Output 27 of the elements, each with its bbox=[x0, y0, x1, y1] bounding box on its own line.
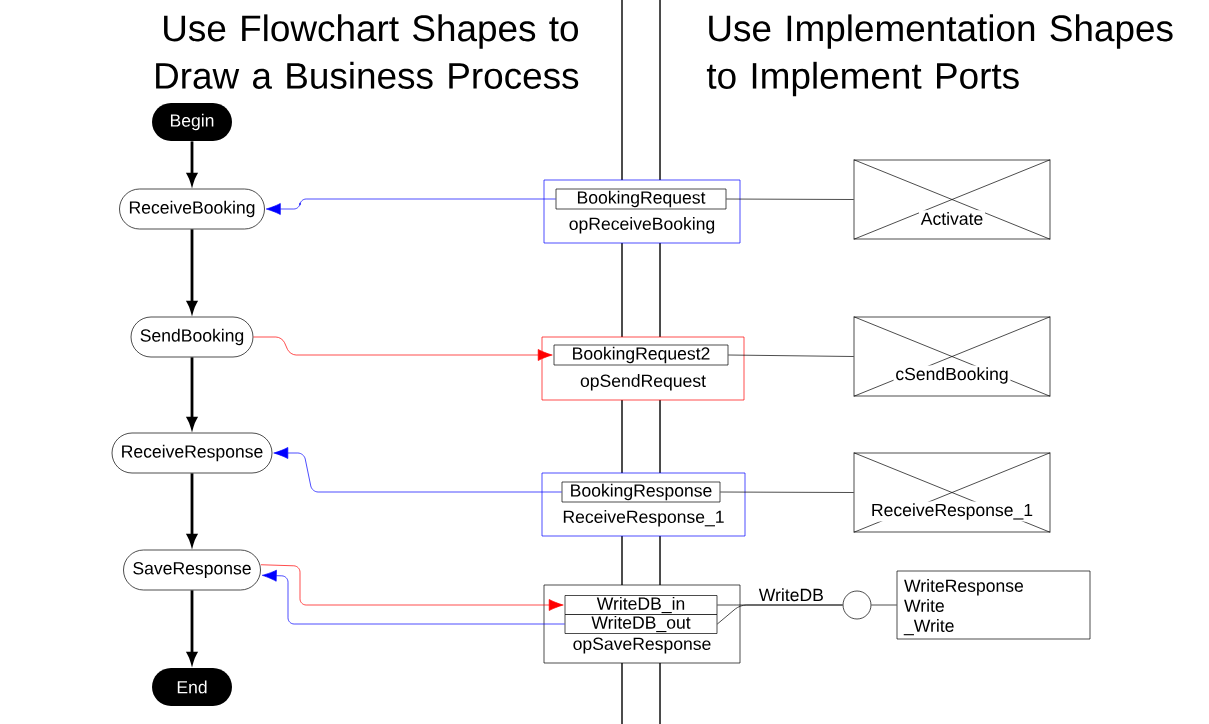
message-box: BookingRequest bbox=[555, 188, 727, 210]
method-name: WriteResponse bbox=[904, 579, 1023, 596]
binding-box: cSendBooking bbox=[853, 316, 1051, 397]
connector bbox=[720, 491, 854, 493]
terminator: Begin bbox=[152, 103, 232, 141]
heading: Use Flowchart Shapes to Draw a Business Process bbox=[156, 14, 579, 89]
message-box: WriteDB_out bbox=[564, 614, 718, 634]
connector bbox=[265, 198, 556, 215]
connector bbox=[728, 354, 854, 357]
terminator: End bbox=[152, 668, 232, 706]
edge-label: WriteDB bbox=[757, 586, 826, 603]
binding-box: Activate bbox=[853, 159, 1051, 240]
port-circle bbox=[842, 590, 872, 620]
heading: Use Implementation Shapes to Implement Ports bbox=[706, 14, 1173, 97]
binding-box: ReceiveResponse_1 bbox=[853, 452, 1051, 533]
connector bbox=[717, 604, 843, 625]
connector bbox=[253, 336, 553, 361]
method-name: _Write bbox=[903, 619, 954, 636]
message-box: WriteDB_in bbox=[564, 595, 718, 615]
message-box: BookingResponse bbox=[561, 481, 721, 503]
connector bbox=[273, 447, 562, 493]
connector bbox=[260, 564, 564, 611]
connector bbox=[261, 569, 565, 625]
method-name: Write bbox=[904, 599, 944, 612]
connector bbox=[726, 198, 854, 200]
connector bbox=[871, 604, 897, 606]
message-box: BookingRequest2 bbox=[553, 344, 729, 366]
